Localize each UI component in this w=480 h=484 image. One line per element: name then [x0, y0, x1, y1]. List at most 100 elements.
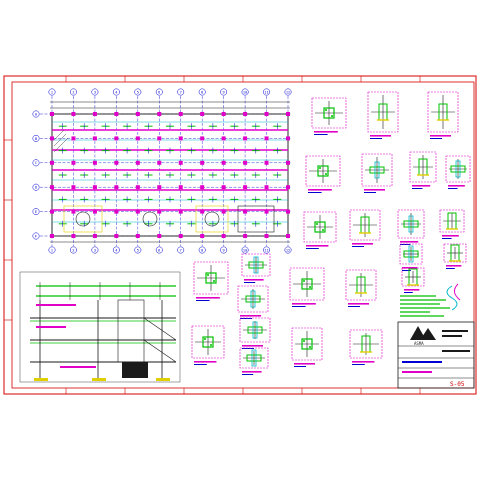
detail-view [345, 269, 377, 307]
plan-column [135, 185, 140, 190]
plan-column [200, 112, 205, 116]
grid-bubble: 8 [198, 246, 206, 254]
plan-column [114, 209, 119, 214]
grid-bubble: 11 [263, 88, 270, 96]
svg-text:10: 10 [243, 91, 247, 95]
grid-bubble: 10 [241, 246, 249, 254]
svg-text:9: 9 [223, 249, 225, 253]
svg-text:1: 1 [51, 91, 53, 95]
grid-bubble: E [32, 208, 40, 216]
plan-column [178, 160, 183, 165]
detail-view [193, 261, 229, 301]
detail-view [291, 327, 323, 367]
plan-column [243, 209, 248, 214]
plan-column [157, 209, 162, 214]
grid-bubble: 10 [241, 88, 249, 96]
plan-rebar-marks [58, 123, 282, 227]
grid-bubble: B [32, 134, 40, 142]
detail-view [361, 153, 393, 193]
svg-text:3: 3 [94, 249, 96, 253]
plan-column [243, 185, 248, 190]
svg-text:11: 11 [264, 91, 268, 95]
plan-column [264, 234, 269, 238]
svg-text:9: 9 [223, 91, 225, 95]
detail-view [367, 91, 399, 139]
plan-column [50, 160, 54, 165]
plan-column [178, 185, 183, 190]
svg-text:12: 12 [286, 91, 290, 95]
plan-column [200, 185, 205, 190]
plan-column [135, 112, 140, 116]
plan-column [286, 160, 290, 165]
detail-view [409, 151, 437, 189]
plan-column [243, 112, 248, 116]
detail-view [427, 91, 459, 139]
svg-text:7: 7 [180, 249, 182, 253]
plan-structural-columns [50, 112, 290, 238]
logo-icon [410, 326, 436, 340]
detail-view [439, 209, 465, 239]
plan-outline [51, 113, 289, 237]
svg-text:5: 5 [137, 91, 139, 95]
logo-text: ASMA [414, 341, 424, 346]
detail-view [443, 243, 467, 269]
plan-column [243, 160, 248, 165]
legend-notes [400, 283, 461, 317]
grid-bubble: 12 [284, 88, 292, 96]
svg-text:4: 4 [115, 91, 117, 95]
grid-bubble: 1 [48, 88, 56, 96]
plan-column [157, 185, 162, 190]
svg-text:11: 11 [264, 249, 268, 253]
svg-text:6: 6 [158, 91, 160, 95]
plan-column [286, 136, 290, 141]
detail-view [241, 253, 271, 283]
plan-column [50, 234, 54, 238]
grid-bubble: 8 [198, 88, 206, 96]
section-columns [39, 300, 163, 378]
grid-bubble: 4 [112, 246, 120, 254]
plan-hatch [53, 129, 69, 153]
detail-view [191, 325, 225, 365]
section-roof [36, 285, 176, 297]
plan-column [243, 136, 248, 141]
detail-view [305, 155, 341, 193]
grid-bubble: 1 [48, 246, 56, 254]
detail-view [237, 285, 269, 319]
grid-bubble: 5 [134, 88, 142, 96]
plan-column [114, 136, 119, 141]
plan-column [71, 112, 76, 116]
section-floors [30, 317, 176, 363]
svg-text:2: 2 [72, 249, 74, 253]
grid-bubble: 9 [220, 88, 228, 96]
plan-column [178, 112, 183, 116]
plan-column [50, 136, 54, 141]
plan-column [92, 136, 97, 141]
plan-column [92, 160, 97, 165]
detail-view [239, 347, 269, 375]
plan-column [286, 234, 290, 238]
plan-column [221, 185, 226, 190]
plan-column [92, 185, 97, 190]
plan-column [135, 209, 140, 214]
plan-openings [63, 205, 275, 233]
detail-view [445, 155, 471, 189]
plan-column [71, 234, 76, 238]
plan-column [178, 209, 183, 214]
svg-text:7: 7 [180, 91, 182, 95]
svg-text:10: 10 [243, 249, 247, 253]
plan-column [221, 160, 226, 165]
title-block: ASMA S-05 [397, 321, 475, 389]
grid-bubble: A [32, 110, 40, 118]
svg-text:C: C [35, 161, 37, 165]
outer-frame [3, 75, 477, 395]
grid-bubble: 4 [112, 88, 120, 96]
detail-view [401, 267, 425, 293]
grid-bubble: F [32, 232, 40, 240]
plan-column [114, 160, 119, 165]
svg-text:3: 3 [94, 91, 96, 95]
plan-column [178, 136, 183, 141]
